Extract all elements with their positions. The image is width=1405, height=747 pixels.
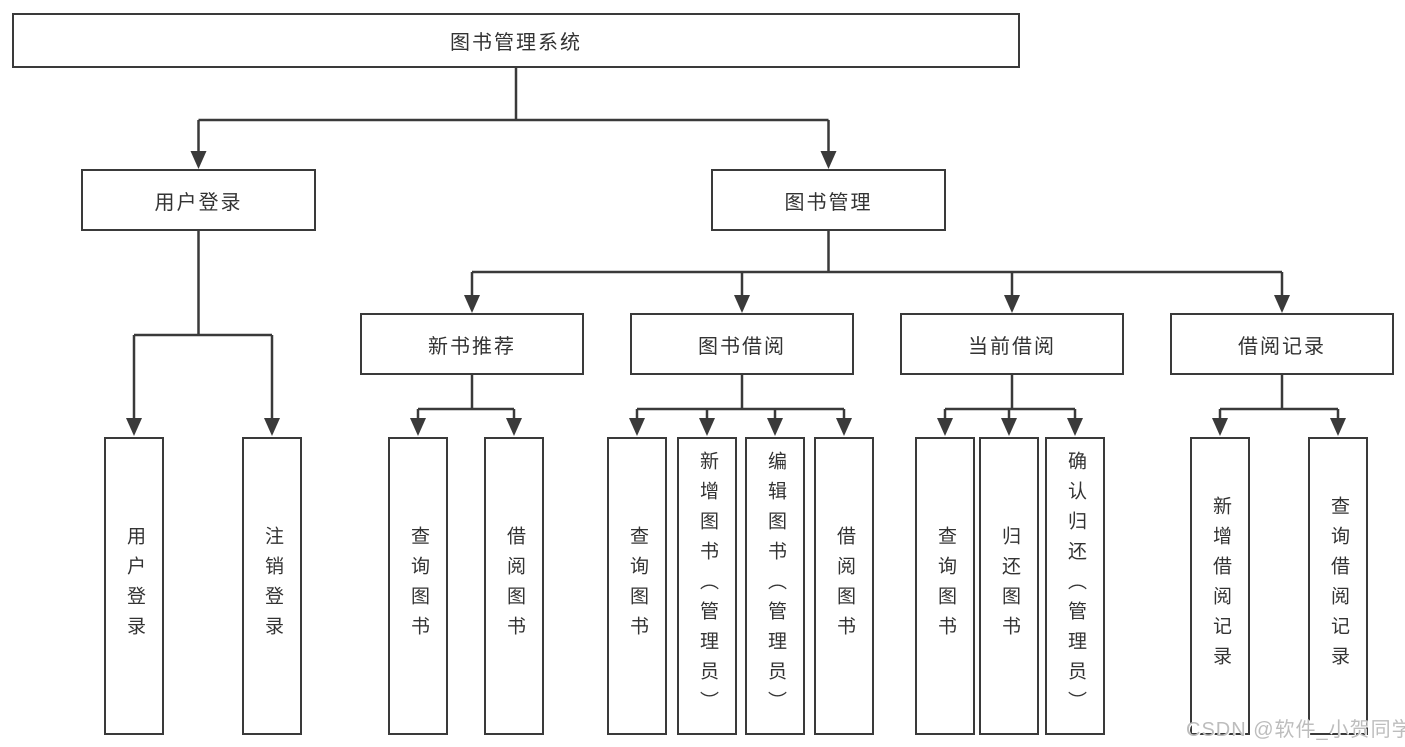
leaf-borrow-books-borrowing: 借阅图书 (814, 437, 874, 735)
node-borrowing-records-label: 借阅记录 (1238, 335, 1326, 358)
node-user-login-label: 用户登录 (154, 191, 243, 214)
node-book-borrowing: 图书借阅 (630, 313, 854, 375)
csdn-watermark: CSDN @软件_小贺同学 (1186, 719, 1405, 741)
leaf-add-books-admin: 新增图书（管理员） (677, 437, 737, 735)
arrowhead-icons (126, 151, 1346, 436)
node-book-borrowing-label: 图书借阅 (698, 335, 786, 358)
leaf-return-books: 归还图书 (979, 437, 1039, 735)
leaf-borrow-books-recommend: 借阅图书 (484, 437, 544, 735)
leaf-query-books-borrowing: 查询图书 (607, 437, 667, 735)
leaf-user-login: 用户登录 (104, 437, 164, 735)
node-user-login: 用户登录 (81, 169, 316, 231)
node-new-book-recommendation: 新书推荐 (360, 313, 584, 375)
leaf-add-borrow-record: 新增借阅记录 (1190, 437, 1250, 735)
node-current-borrowing: 当前借阅 (900, 313, 1124, 375)
node-book-management-label: 图书管理 (784, 191, 873, 214)
leaf-logout: 注销登录 (242, 437, 302, 735)
node-current-borrowing-label: 当前借阅 (968, 335, 1056, 358)
leaf-edit-books-admin: 编辑图书（管理员） (745, 437, 805, 735)
node-book-management: 图书管理 (711, 169, 946, 231)
node-library-system: 图书管理系统 (12, 13, 1020, 68)
leaf-query-borrow-record: 查询借阅记录 (1308, 437, 1368, 735)
node-library-system-label: 图书管理系统 (450, 32, 582, 54)
leaf-query-books-current: 查询图书 (915, 437, 975, 735)
node-borrowing-records: 借阅记录 (1170, 313, 1394, 375)
leaf-confirm-return-admin: 确认归还（管理员） (1045, 437, 1105, 735)
node-new-book-recommendation-label: 新书推荐 (428, 335, 516, 358)
leaf-query-books-recommend: 查询图书 (388, 437, 448, 735)
